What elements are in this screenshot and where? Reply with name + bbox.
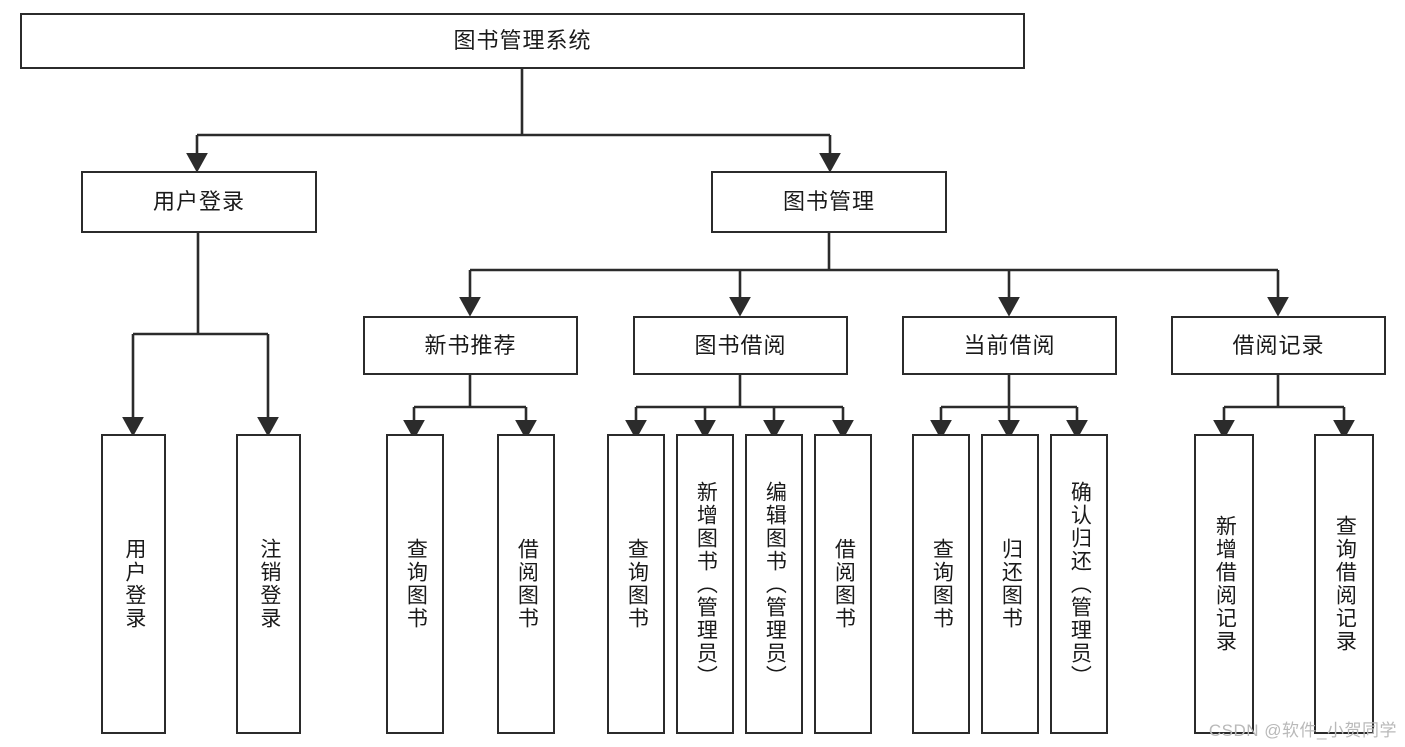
- node-label: 查询图书: [930, 538, 954, 630]
- leaf-query-book-borrow[interactable]: 查询图书: [607, 434, 665, 734]
- node-label: 查询借阅记录: [1333, 515, 1357, 653]
- leaf-return-book[interactable]: 归还图书: [981, 434, 1039, 734]
- node-label: 注销登录: [257, 538, 281, 630]
- node-label: 确认归还（管理员）: [1068, 480, 1092, 688]
- leaf-logout[interactable]: 注销登录: [236, 434, 301, 734]
- node-borrow-record[interactable]: 借阅记录: [1171, 316, 1386, 375]
- leaf-edit-book-admin[interactable]: 编辑图书（管理员）: [745, 434, 803, 734]
- node-label: 图书管理: [782, 189, 875, 214]
- node-label: 图书管理系统: [453, 28, 592, 53]
- root-to-level2-connector: [186, 68, 841, 173]
- user-login-to-leaves-connector: [122, 232, 279, 437]
- csdn-watermark: CSDN @软件_小贺同学: [1208, 721, 1397, 740]
- node-label: 新增借阅记录: [1213, 515, 1237, 653]
- node-label: 借阅记录: [1232, 332, 1325, 358]
- node-root-book-management-system[interactable]: 图书管理系统: [20, 13, 1025, 69]
- leaf-add-book-admin[interactable]: 新增图书（管理员）: [676, 434, 734, 734]
- node-label: 新书推荐: [424, 332, 517, 358]
- leaf-add-borrow-record[interactable]: 新增借阅记录: [1194, 434, 1254, 734]
- current-borrow-to-leaves-connector: [930, 375, 1088, 440]
- node-current-borrow[interactable]: 当前借阅: [902, 316, 1117, 375]
- borrow-record-to-leaves-connector: [1213, 375, 1355, 440]
- leaf-query-book-current[interactable]: 查询图书: [912, 434, 970, 734]
- node-label: 图书借阅: [694, 332, 787, 358]
- book-manage-to-level3-connector: [459, 232, 1289, 317]
- node-label: 用户登录: [122, 538, 146, 630]
- node-label: 借阅图书: [832, 538, 856, 630]
- leaf-user-login[interactable]: 用户登录: [101, 434, 166, 734]
- new-book-to-leaves-connector: [403, 375, 537, 440]
- node-label: 查询图书: [625, 538, 649, 630]
- node-label: 查询图书: [404, 538, 428, 630]
- node-label: 新增图书（管理员）: [694, 480, 718, 688]
- node-label: 借阅图书: [515, 538, 539, 630]
- node-label: 归还图书: [999, 538, 1023, 630]
- node-book-management[interactable]: 图书管理: [711, 171, 947, 233]
- node-label: 当前借阅: [963, 332, 1056, 358]
- leaf-borrow-book-recommend[interactable]: 借阅图书: [497, 434, 555, 734]
- leaf-borrow-book[interactable]: 借阅图书: [814, 434, 872, 734]
- node-book-borrow[interactable]: 图书借阅: [633, 316, 848, 375]
- node-label: 编辑图书（管理员）: [763, 480, 787, 688]
- leaf-confirm-return-admin[interactable]: 确认归还（管理员）: [1050, 434, 1108, 734]
- node-user-login[interactable]: 用户登录: [81, 171, 317, 233]
- leaf-query-borrow-record[interactable]: 查询借阅记录: [1314, 434, 1374, 734]
- book-borrow-to-leaves-connector: [625, 375, 854, 440]
- leaf-query-book-recommend[interactable]: 查询图书: [386, 434, 444, 734]
- node-new-book-recommend[interactable]: 新书推荐: [363, 316, 578, 375]
- node-label: 用户登录: [152, 189, 245, 214]
